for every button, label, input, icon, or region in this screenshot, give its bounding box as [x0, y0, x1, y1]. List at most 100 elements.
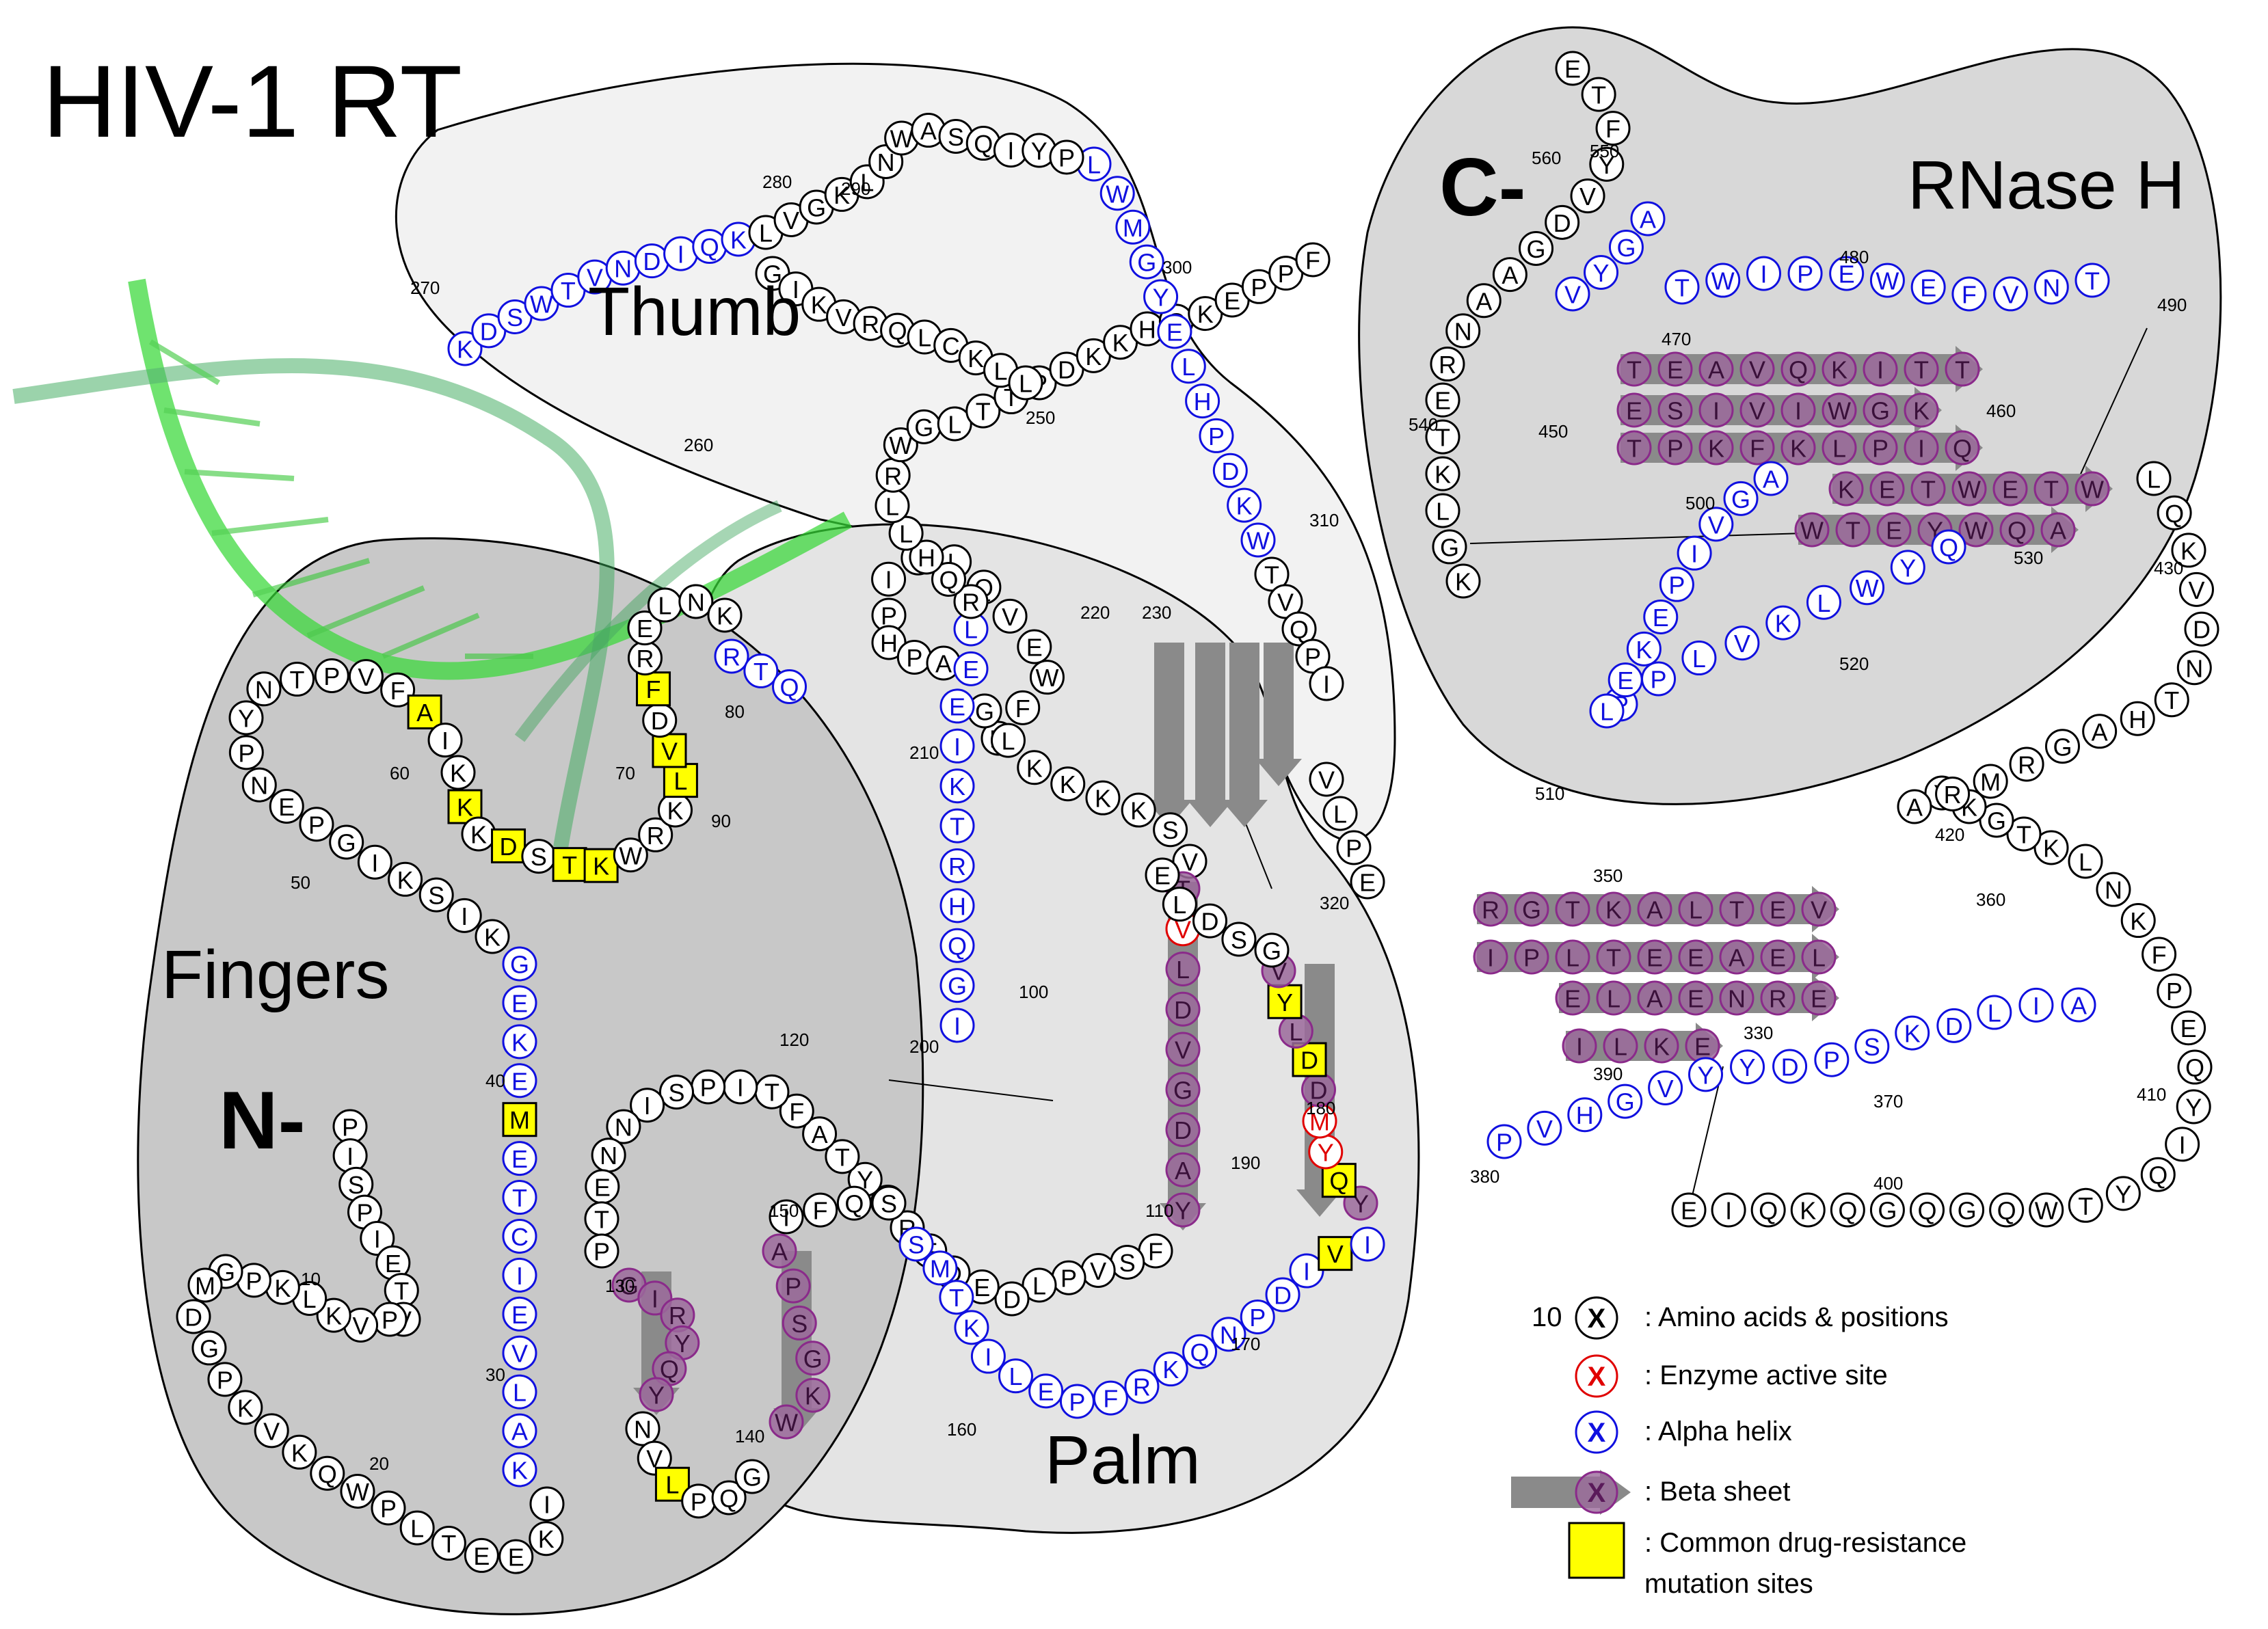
- residue-81: N: [678, 584, 714, 619]
- residue-249: P: [1336, 830, 1372, 865]
- residue-250-letter: E: [1359, 869, 1376, 897]
- residue-13-letter: K: [274, 1274, 291, 1302]
- residue-317-circle: [1567, 1097, 1603, 1133]
- residue-287-circle: [1514, 891, 1549, 927]
- residue-309-letter: R: [1769, 985, 1787, 1013]
- residue-342-circle: [2140, 1157, 2176, 1192]
- residue-222: K: [1103, 325, 1138, 360]
- position-number-20: 20: [369, 1453, 389, 1474]
- residue-38-circle: [502, 1218, 537, 1254]
- residue-296: P: [1514, 939, 1549, 975]
- residue-178-letter: P: [1249, 1304, 1266, 1332]
- residue-314-letter: E: [1694, 1033, 1711, 1061]
- residue-272: I: [993, 133, 1028, 168]
- residue-460-circle: [1555, 276, 1590, 312]
- residue-116-letter: A: [1175, 1157, 1191, 1185]
- residue-39-letter: T: [512, 1184, 527, 1212]
- residue-31: I: [529, 1486, 565, 1522]
- residue-79: E: [627, 610, 663, 646]
- residue-335-circle: [1869, 1192, 1905, 1228]
- residue-233-circle: [1129, 244, 1164, 280]
- residue-162-letter: F: [813, 1197, 828, 1225]
- residue-340-circle: [2068, 1187, 2103, 1223]
- residue-232-circle: [1115, 209, 1151, 245]
- residue-189-letter: L: [1289, 1018, 1303, 1046]
- position-number-50: 50: [291, 872, 310, 893]
- residue-146: Y: [665, 1325, 700, 1360]
- residue-260: Q: [692, 229, 728, 265]
- residue-271: Q: [965, 126, 1001, 161]
- residue-455-circle: [1432, 529, 1467, 565]
- residue-443-circle: [1589, 146, 1625, 182]
- residue-144-letter: I: [652, 1284, 658, 1312]
- residue-57-letter: N: [255, 675, 273, 703]
- residue-124: E: [964, 1269, 1000, 1305]
- residue-89-circle: [1005, 690, 1041, 725]
- residue-198-letter: G: [948, 972, 967, 1000]
- residue-3: S: [338, 1166, 374, 1202]
- residue-9-letter: P: [382, 1306, 398, 1334]
- residue-411-circle: [1664, 269, 1700, 305]
- residue-454: L: [1425, 493, 1460, 528]
- residue-435-letter: P: [1668, 571, 1685, 600]
- residue-202: T: [939, 808, 975, 844]
- residue-141-letter: T: [594, 1205, 609, 1233]
- residue-428-circle: [1850, 570, 1885, 606]
- residue-145-letter: R: [669, 1302, 686, 1330]
- residue-448-letter: A: [1476, 287, 1492, 315]
- residue-136-circle: [658, 1075, 694, 1110]
- residue-444-circle: [1570, 178, 1605, 214]
- residue-216: L: [937, 406, 972, 442]
- residue-178-circle: [1240, 1299, 1275, 1334]
- residue-41-box: [502, 1102, 537, 1137]
- residue-104-letter: K: [1060, 770, 1076, 798]
- residue-360-circle: [2009, 746, 2044, 782]
- residue-37-letter: I: [516, 1262, 523, 1290]
- residue-410: A: [2040, 512, 2076, 548]
- residue-18-circle: [191, 1330, 227, 1366]
- residue-152: P: [681, 1483, 717, 1519]
- residue-82-circle: [707, 597, 743, 633]
- residue-20-circle: [228, 1390, 263, 1425]
- residue-364-circle: [2154, 682, 2189, 718]
- residue-122-circle: [1022, 1267, 1057, 1303]
- residue-148-circle: [639, 1377, 674, 1412]
- residue-29-circle: [498, 1539, 534, 1574]
- residue-442-letter: F: [1605, 115, 1620, 143]
- residue-331-circle: [1711, 1192, 1746, 1228]
- residue-155-circle: [769, 1404, 804, 1440]
- residue-369: Q: [2157, 495, 2192, 530]
- residue-113-letter: V: [1175, 1036, 1191, 1064]
- position-number-110: 110: [1145, 1200, 1173, 1221]
- residue-49: K: [388, 861, 423, 897]
- residue-375-circle: [1780, 351, 1816, 387]
- residue-169: I: [970, 1338, 1006, 1374]
- residue-321-letter: Y: [1739, 1053, 1756, 1081]
- residue-231: W: [1099, 176, 1135, 211]
- residue-112-letter: D: [1174, 996, 1192, 1024]
- residue-92-letter: V: [1002, 603, 1018, 631]
- residue-410-letter: A: [2050, 517, 2066, 545]
- residue-378-letter: T: [1914, 356, 1929, 384]
- residue-171: E: [1028, 1373, 1064, 1409]
- residue-243-circle: [1268, 584, 1303, 619]
- residue-421-letter: T: [2085, 267, 2100, 295]
- residue-112: D: [1165, 991, 1201, 1027]
- residue-357: A: [1897, 789, 1932, 824]
- residue-89: F: [1005, 690, 1041, 725]
- residue-239-letter: D: [1221, 457, 1239, 485]
- residue-324-circle: [1854, 1029, 1890, 1064]
- residue-392: K: [1780, 430, 1816, 466]
- residue-359-circle: [1973, 764, 2008, 799]
- residue-303-circle: [1801, 939, 1837, 975]
- residue-69: T: [552, 847, 587, 883]
- residue-289: K: [1596, 891, 1631, 927]
- residue-22: K: [282, 1434, 317, 1470]
- residue-14: P: [236, 1263, 271, 1298]
- residue-22-letter: K: [291, 1439, 308, 1467]
- residue-168-circle: [954, 1310, 989, 1345]
- residue-378-circle: [1904, 351, 1939, 387]
- residue-354-circle: [1979, 803, 2014, 838]
- residue-4-letter: P: [356, 1199, 373, 1227]
- residue-328: I: [2018, 987, 2054, 1023]
